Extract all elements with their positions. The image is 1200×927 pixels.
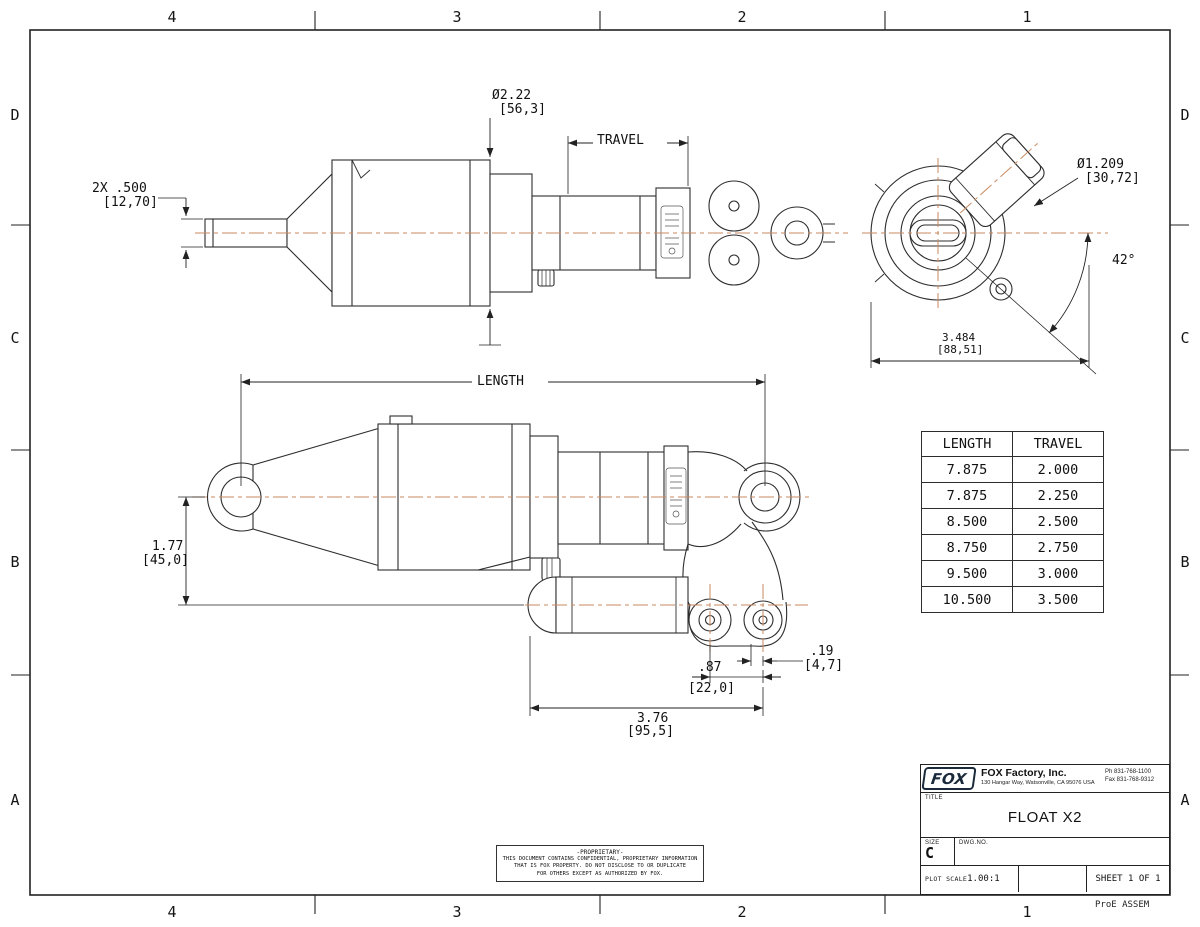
- dim-eyelet-diameter-in: Ø1.209: [1077, 157, 1124, 172]
- travel-value: 3.500: [1012, 586, 1104, 613]
- size-label: SIZE: [925, 840, 940, 846]
- proprietary-heading: -PROPRIETARY-: [576, 849, 624, 856]
- title-block: FOX FOX Factory, Inc. 130 Hangar Way, Wa…: [920, 764, 1170, 895]
- plot-scale-label: PLOT SCALE: [925, 875, 968, 883]
- zone-label-bottom-4: 4: [167, 903, 177, 921]
- travel-value: 2.500: [1012, 508, 1104, 535]
- sheet-number: SHEET 1 OF 1: [1095, 874, 1161, 884]
- top-side-view: [204, 159, 835, 307]
- company-address: 130 Hangar Way, Watsonville, CA 95076 US…: [981, 780, 1095, 786]
- drawing-title: FLOAT X2: [1007, 809, 1083, 826]
- dim-eyelet-diameter-mm: [30,72]: [1085, 171, 1140, 186]
- dim-end-width-in: 3.484: [942, 331, 976, 344]
- dim-reservoir-length-in: 3.76: [637, 711, 669, 726]
- dim-shaft-diameter-in: 2X .500: [92, 181, 147, 196]
- zone-label-top-1: 1: [1022, 8, 1032, 26]
- size-table-header-length: LENGTH: [921, 431, 1013, 457]
- company-phone: Ph 831-768-1100: [1105, 769, 1151, 775]
- zone-label-left-a: A: [10, 791, 20, 809]
- cad-system-note: ProE ASSEM: [1095, 900, 1150, 910]
- dim-travel-label: TRAVEL: [597, 133, 644, 148]
- certification-decal-main: [665, 467, 687, 525]
- travel-value: 2.250: [1012, 482, 1104, 509]
- size-table: LENGTH TRAVEL 7.875 2.000 7.875 2.250 8.…: [921, 431, 1104, 613]
- dim-eye-offset-in: 1.77: [152, 539, 184, 554]
- dim-body-diameter-in: Ø2.22: [492, 88, 532, 103]
- size-value: C: [925, 844, 935, 862]
- dim-eye-offset-mm: [45,0]: [142, 553, 189, 568]
- centerlines: [192, 142, 1108, 652]
- dim-reservoir-angle: 42°: [1112, 253, 1136, 268]
- zone-label-bottom-2: 2: [737, 903, 747, 921]
- proprietary-line: FOR OTHERS EXCEPT AS AUTHORIZED BY FOX.: [536, 870, 664, 877]
- proprietary-notice: -PROPRIETARY- THIS DOCUMENT CONTAINS CON…: [496, 845, 704, 882]
- certification-decal-top: [660, 205, 684, 259]
- dim-shaft-diameter-mm: [12,70]: [103, 195, 158, 210]
- length-value: 7.875: [921, 456, 1013, 483]
- dim-port-offset-in: .19: [810, 644, 834, 659]
- zone-label-bottom-1: 1: [1022, 903, 1032, 921]
- size-table-row: 7.875 2.000: [921, 456, 1104, 483]
- size-table-header-row: LENGTH TRAVEL: [921, 431, 1104, 457]
- travel-value: 2.000: [1012, 456, 1104, 483]
- travel-value: 3.000: [1012, 560, 1104, 587]
- main-side-view: [207, 415, 801, 647]
- proprietary-line: THAT IS FOX PROPERTY. DO NOT DISCLOSE TO…: [513, 863, 686, 870]
- dwg-no-label: DWG.NO.: [959, 840, 989, 846]
- size-table-row: 9.500 3.000: [921, 560, 1104, 587]
- title-block-empty-cell: [1019, 866, 1087, 892]
- length-value: 7.875: [921, 482, 1013, 509]
- zone-label-left-b: B: [10, 553, 20, 571]
- zone-label-left-d: D: [10, 106, 20, 124]
- dim-end-width-mm: [88,51]: [937, 343, 984, 356]
- zone-label-right-d: D: [1180, 106, 1190, 124]
- dim-reservoir-length-mm: [95,5]: [627, 724, 674, 739]
- length-value: 9.500: [921, 560, 1013, 587]
- dim-port-spacing-in: .87: [698, 660, 722, 675]
- title-block-company-row: FOX FOX Factory, Inc. 130 Hangar Way, Wa…: [921, 765, 1169, 792]
- plot-scale-value: 1.00:1: [967, 874, 1000, 884]
- size-table-row: 7.875 2.250: [921, 482, 1104, 509]
- travel-value: 2.750: [1012, 534, 1104, 561]
- dim-body-diameter-mm: [56,3]: [499, 102, 546, 117]
- size-table-row: 10.500 3.500: [921, 586, 1104, 613]
- title-block-scale-row: PLOT SCALE1.00:1 SHEET 1 OF 1: [921, 865, 1169, 892]
- size-table-row: 8.750 2.750: [921, 534, 1104, 561]
- zone-label-top-4: 4: [167, 8, 177, 26]
- zone-label-left-c: C: [10, 329, 20, 347]
- dim-port-spacing-mm: [22,0]: [688, 681, 735, 696]
- zone-label-right-c: C: [1180, 329, 1190, 347]
- sheet-frame: [11, 11, 1189, 914]
- zone-label-bottom-3: 3: [452, 903, 462, 921]
- zone-label-top-3: 3: [452, 8, 462, 26]
- size-table-row: 8.500 2.500: [921, 508, 1104, 535]
- fox-logo: FOX: [921, 767, 977, 790]
- company-fax: Fax 831-768-9312: [1105, 776, 1155, 783]
- zone-label-right-a: A: [1180, 791, 1190, 809]
- title-label: TITLE: [925, 795, 943, 801]
- zone-label-top-2: 2: [737, 8, 747, 26]
- title-block-title-row: TITLE FLOAT X2: [921, 792, 1169, 837]
- company-name: FOX Factory, Inc.: [981, 767, 1067, 779]
- dim-length-label: LENGTH: [477, 374, 524, 389]
- size-table-header-travel: TRAVEL: [1012, 431, 1104, 457]
- dimension-lines: [158, 118, 1097, 716]
- zone-label-right-b: B: [1180, 553, 1190, 571]
- dim-port-offset-mm: [4,7]: [804, 658, 844, 673]
- length-value: 8.750: [921, 534, 1013, 561]
- proprietary-line: THIS DOCUMENT CONTAINS CONFIDENTIAL, PRO…: [502, 856, 698, 863]
- fox-logo-text: FOX: [929, 769, 969, 788]
- length-value: 10.500: [921, 586, 1013, 613]
- length-value: 8.500: [921, 508, 1013, 535]
- title-block-size-row: SIZE C DWG.NO.: [921, 837, 1169, 865]
